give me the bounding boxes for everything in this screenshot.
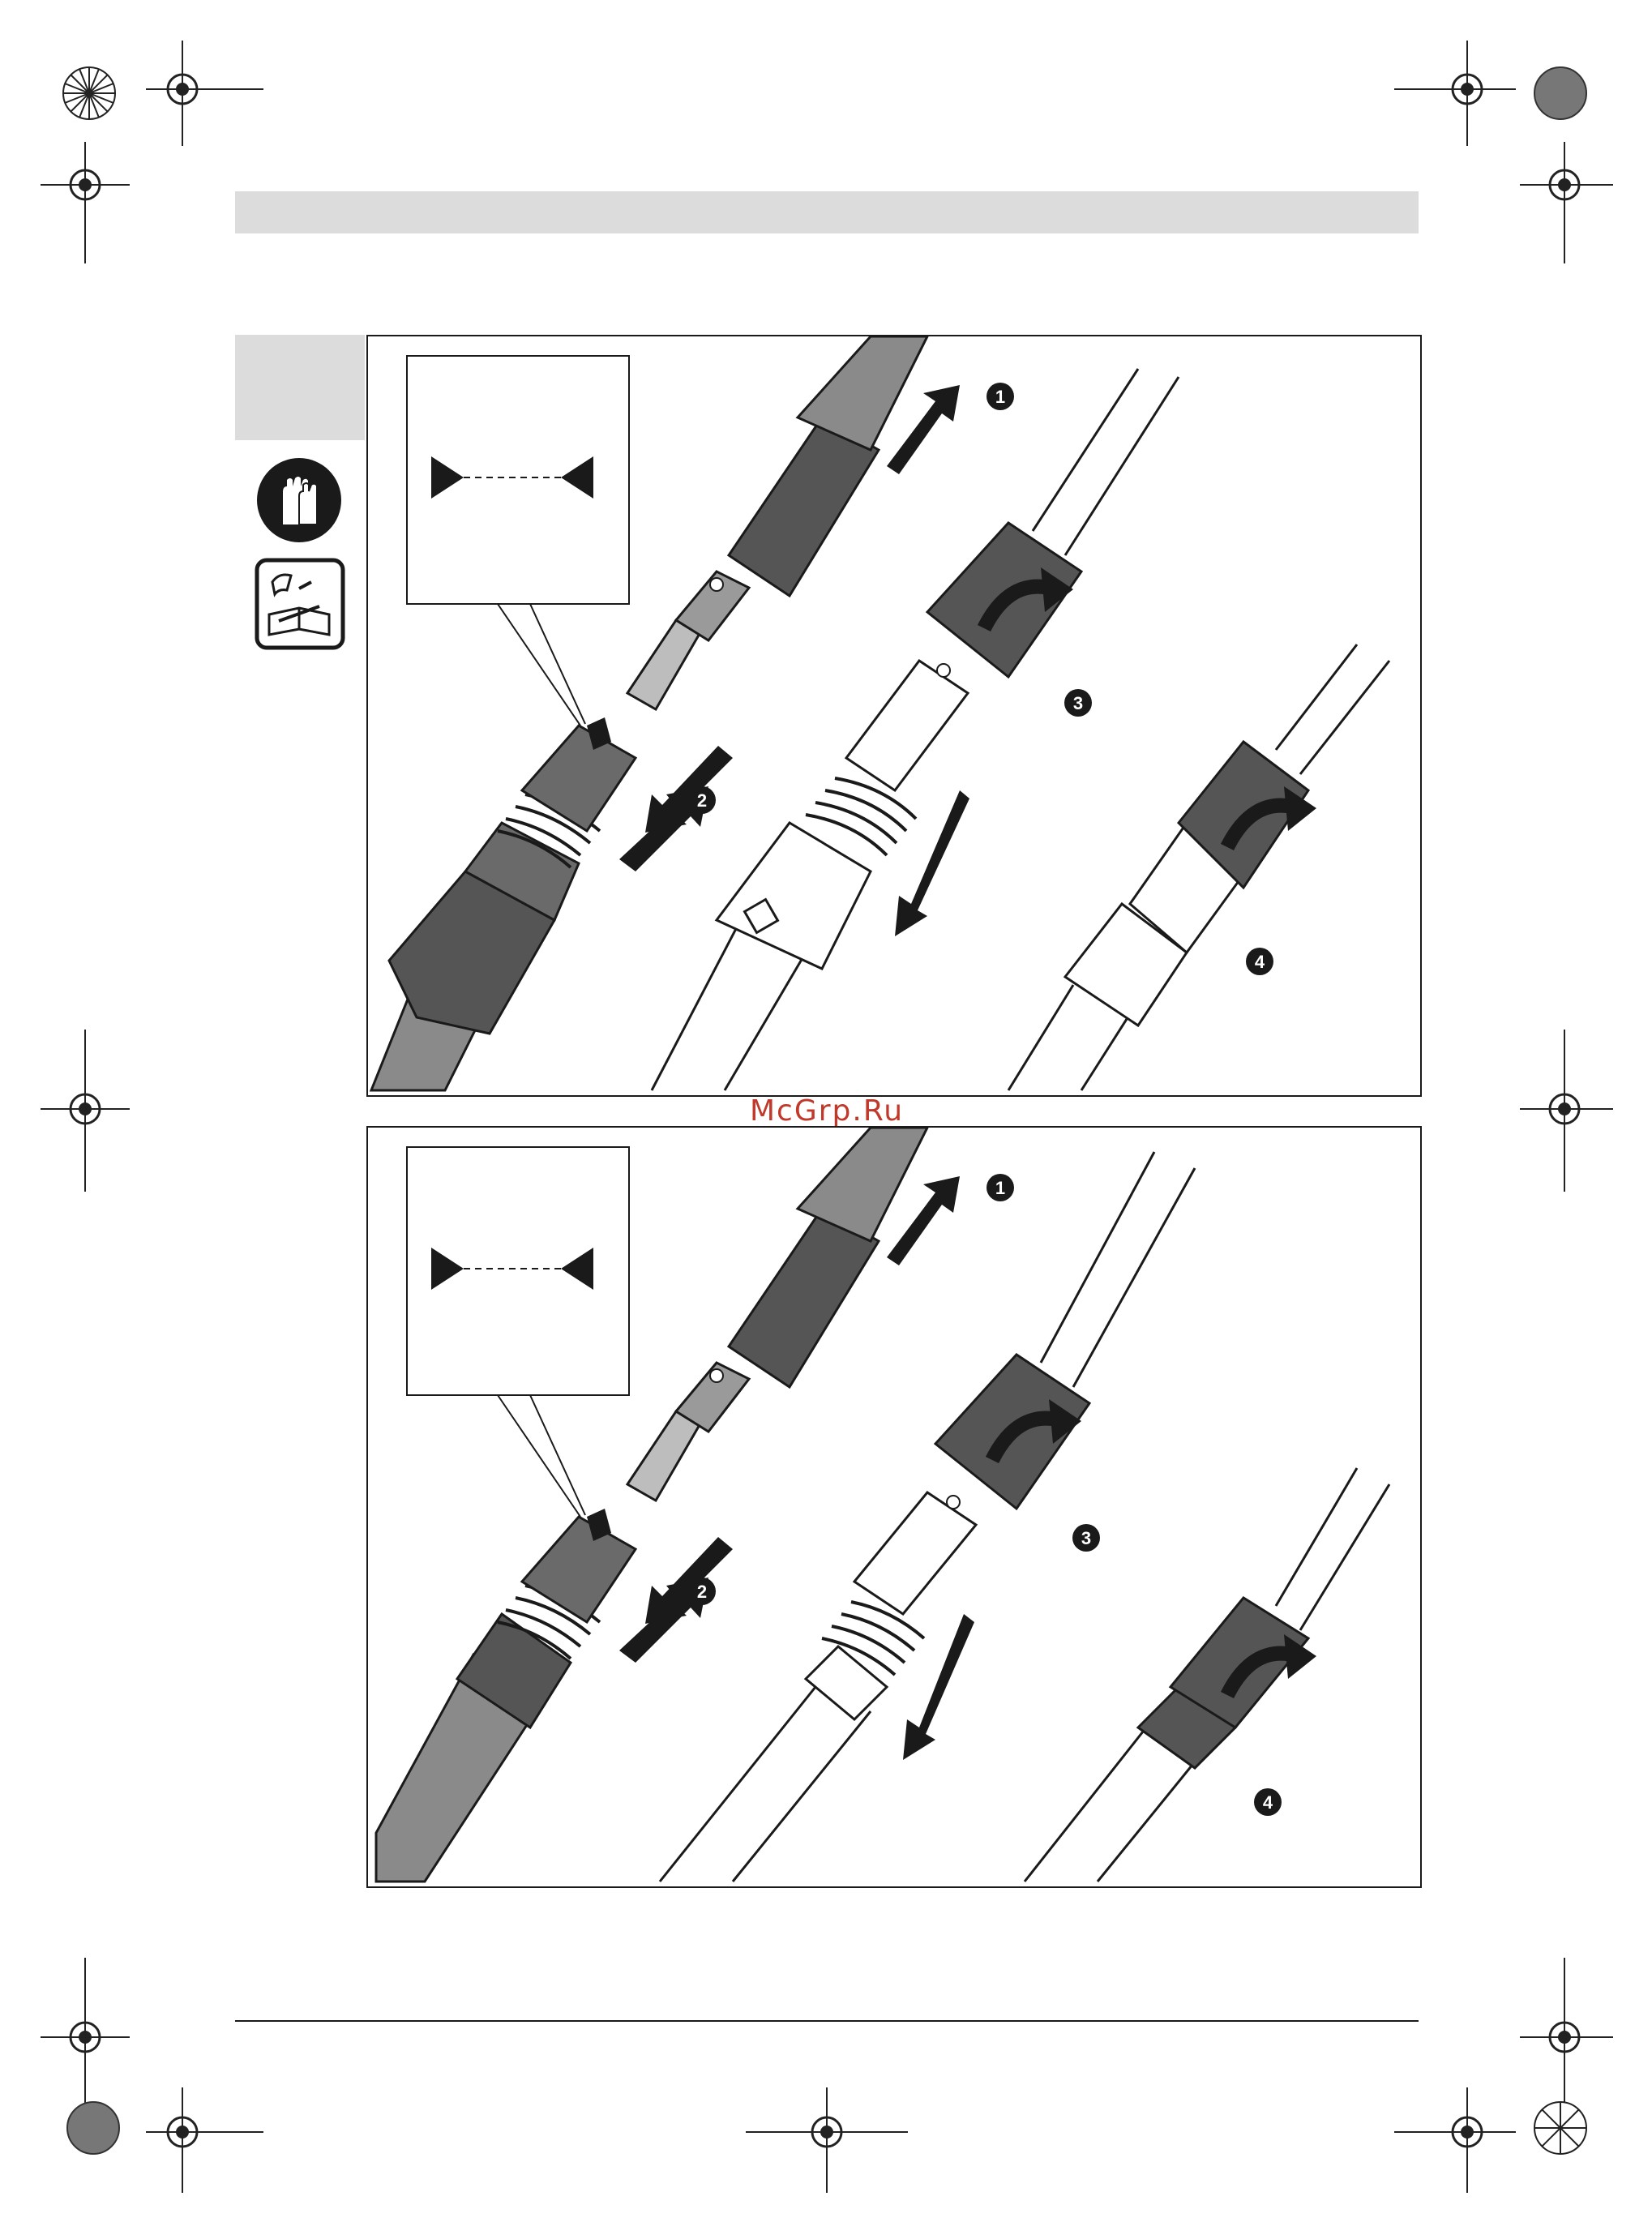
registration-mark-icon	[49, 49, 146, 146]
pole-section-right	[1008, 644, 1389, 1090]
registration-mark-icon	[41, 142, 138, 263]
step-3-label: 3	[1073, 693, 1083, 713]
step-4-label: 4	[1255, 952, 1265, 972]
pole-section-middle	[660, 1152, 1195, 1882]
registration-mark-icon	[41, 1030, 138, 1192]
registration-mark-icon	[1516, 142, 1613, 263]
section-tab	[235, 335, 365, 440]
registration-mark-icon	[57, 2091, 138, 2173]
step-1-label: 1	[995, 1178, 1005, 1198]
registration-mark-icon	[146, 41, 276, 146]
registration-mark-icon	[1386, 41, 1516, 146]
step-3-label: 3	[1081, 1528, 1091, 1548]
registration-mark-icon	[746, 2087, 908, 2193]
registration-mark-icon	[1516, 1030, 1613, 1192]
header-band	[235, 191, 1419, 233]
assembly-figure-top: 1 2 3 4	[366, 335, 1422, 1097]
footer-rule	[235, 2020, 1419, 2022]
registration-mark-icon	[1386, 2087, 1516, 2193]
step-4-label: 4	[1263, 1792, 1273, 1813]
assembly-figure-bottom: 1 2 3 4	[366, 1126, 1422, 1888]
registration-mark-icon	[1524, 57, 1605, 138]
step-2-label: 2	[697, 1582, 707, 1602]
registration-mark-icon	[1524, 2091, 1605, 2173]
step-2-label: 2	[697, 790, 707, 811]
watermark-text: McGrp.Ru	[730, 1094, 924, 1128]
read-manual-icon	[255, 558, 345, 650]
gloves-safety-icon	[255, 456, 344, 545]
step-1-label: 1	[995, 387, 1005, 407]
registration-mark-icon	[146, 2087, 276, 2193]
